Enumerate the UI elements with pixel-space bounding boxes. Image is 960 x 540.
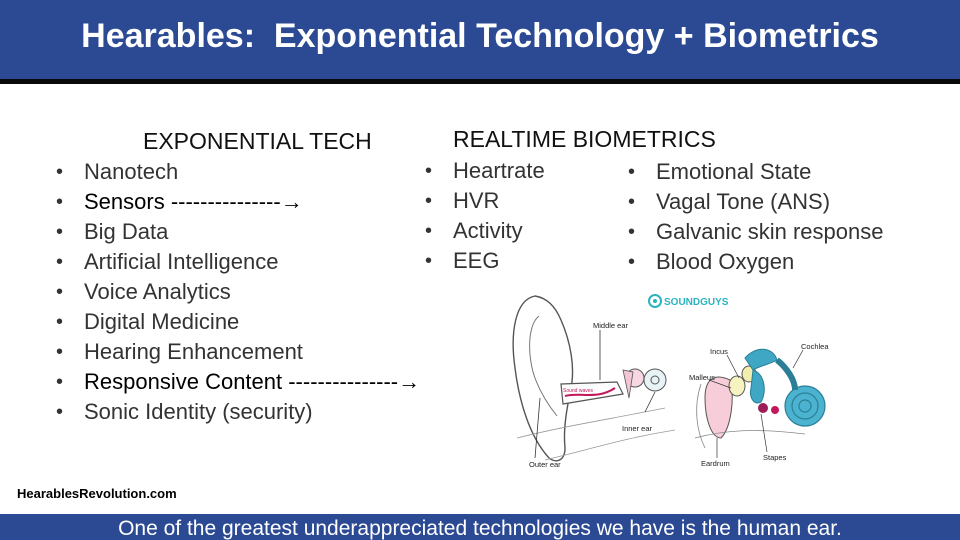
list-item: Blood Oxygen — [628, 247, 883, 277]
list-item: EEG — [425, 246, 545, 276]
list-item: Galvanic skin response — [628, 217, 883, 247]
list-item: Vagal Tone (ANS) — [628, 187, 883, 217]
list-item: HVR — [425, 186, 545, 216]
middle-ear-label: Middle ear — [593, 321, 629, 330]
ear-anatomy-diagram: SOUNDGUYS Sound waves Middle ear Inner e… — [512, 294, 829, 469]
list-item: Heartrate — [425, 156, 545, 186]
list-item: Responsive Content ---------------→ — [56, 367, 420, 397]
cochlea-label: Cochlea — [801, 342, 829, 351]
list-item: Hearing Enhancement — [56, 337, 420, 367]
list-item: Digital Medicine — [56, 307, 420, 337]
exponential-tech-list: Nanotech Sensors ---------------→ Big Da… — [56, 157, 420, 427]
exponential-tech-heading: EXPONENTIAL TECH — [143, 128, 372, 154]
footer-quote: One of the greatest underappreciated tec… — [118, 517, 842, 540]
ear-canal — [560, 381, 624, 405]
title-bar: Hearables: Exponential Technology + Biom… — [0, 0, 960, 84]
list-item: Voice Analytics — [56, 277, 420, 307]
eardrum-label: Eardrum — [701, 459, 730, 468]
list-item: Big Data — [56, 217, 420, 247]
list-item: Emotional State — [628, 157, 883, 187]
list-item: Sensors ---------------→ — [56, 187, 420, 217]
list-item: Sonic Identity (security) — [56, 397, 420, 427]
svg-text:Sound waves: Sound waves — [563, 388, 594, 394]
brand-label: SOUNDGUYS — [664, 297, 729, 308]
biometrics-list-left: Heartrate HVR Activity EEG — [425, 156, 545, 276]
list-item: Artificial Intelligence — [56, 247, 420, 277]
outer-ear-shape — [512, 295, 574, 462]
list-item: Nanotech — [56, 157, 420, 187]
biometrics-list-right: Emotional State Vagal Tone (ANS) Galvani… — [628, 157, 883, 277]
malleus-label: Malleus — [689, 373, 715, 382]
realtime-biometrics-heading: REALTIME BIOMETRICS — [453, 126, 716, 152]
website-label: HearablesRevolution.com — [17, 486, 177, 501]
footer-bar: One of the greatest underappreciated tec… — [0, 514, 960, 540]
incus-label: Incus — [710, 347, 728, 356]
slide-title: Hearables: Exponential Technology + Biom… — [81, 17, 879, 55]
inner-ear-detail — [694, 348, 826, 449]
inner-ear-label: Inner ear — [622, 424, 653, 433]
stapes-label: Stapes — [763, 453, 787, 462]
soundguys-logo: SOUNDGUYS — [648, 294, 729, 308]
outer-ear-label: Outer ear — [529, 460, 561, 469]
list-item: Activity — [425, 216, 545, 246]
